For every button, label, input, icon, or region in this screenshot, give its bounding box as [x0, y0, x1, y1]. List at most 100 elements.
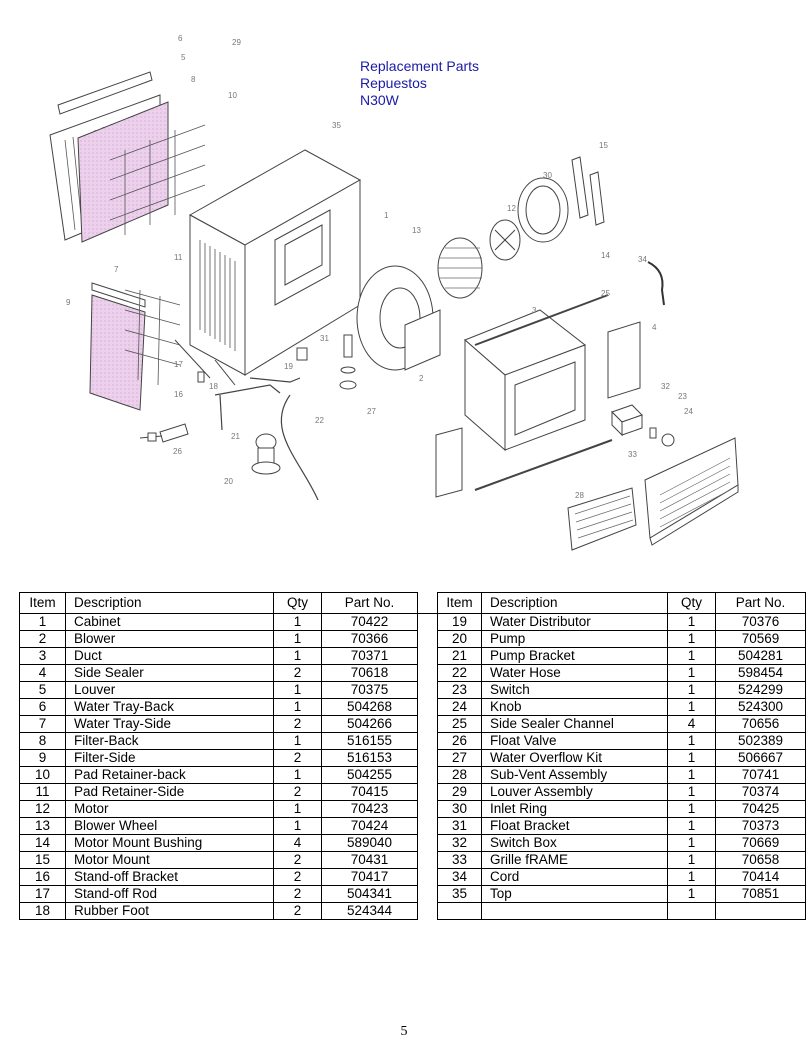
right-description-cell: Inlet Ring: [481, 800, 668, 818]
right-description-cell: Cord: [481, 868, 668, 886]
left-qty-cell: 1: [273, 613, 322, 631]
right-qty-cell: 1: [667, 613, 716, 631]
right-item-cell: 32: [437, 834, 482, 852]
right-part-no-cell: 70414: [715, 868, 806, 886]
right-part-no-cell: 70373: [715, 817, 806, 835]
right-part-no-cell: 598454: [715, 664, 806, 682]
left-item-cell: 6: [19, 698, 66, 716]
left-part-no-cell: 70375: [321, 681, 418, 699]
column-gap: [417, 698, 438, 716]
column-gap: [417, 681, 438, 699]
svg-text:22: 22: [315, 416, 324, 425]
right-item-cell: 26: [437, 732, 482, 750]
right-item-cell: 33: [437, 851, 482, 869]
left-qty-cell: 2: [273, 885, 322, 903]
blower-wheel-part: [437, 237, 483, 299]
left-qty-cell: 2: [273, 664, 322, 682]
title-line-2: Repuestos: [360, 75, 427, 91]
left-item-cell: 10: [19, 766, 66, 784]
left-qty-cell: 1: [273, 647, 322, 665]
right-part-no-cell: 70569: [715, 630, 806, 648]
left-part-no-cell: 589040: [321, 834, 418, 852]
left-item-cell: 3: [19, 647, 66, 665]
side-sealer-channel-lower-part: [474, 439, 613, 491]
left-part-no-cell: 504255: [321, 766, 418, 784]
left-part-no-cell: 524344: [321, 902, 418, 920]
inlet-ring-part: [517, 177, 569, 243]
svg-text:32: 32: [661, 382, 670, 391]
left-item-cell: 2: [19, 630, 66, 648]
water-distributor-part: [214, 377, 301, 431]
right-part-no-cell: 70669: [715, 834, 806, 852]
column-gap: [417, 732, 438, 750]
left-part-no-cell: 70422: [321, 613, 418, 631]
motor-part: [489, 219, 521, 261]
column-gap: [417, 885, 438, 903]
left-qty-cell: 4: [273, 834, 322, 852]
exploded-parts-diagram: 6 29 5 8 10 35 1 15 30 12 13 14 34 7 11 …: [49, 34, 739, 551]
right-part-no-cell: 70658: [715, 851, 806, 869]
header-qty: Qty: [273, 592, 322, 614]
header-description: Description: [65, 592, 274, 614]
side-sealer-lower-part: [435, 427, 463, 498]
svg-text:35: 35: [332, 121, 341, 130]
left-part-no-cell: 70618: [321, 664, 418, 682]
right-item-cell: 25: [437, 715, 482, 733]
right-part-no-cell: [715, 902, 806, 920]
left-item-cell: 11: [19, 783, 66, 801]
left-description-cell: Motor: [65, 800, 274, 818]
right-qty-cell: 1: [667, 851, 716, 869]
model-number: N30W: [360, 92, 399, 108]
svg-text:20: 20: [224, 477, 233, 486]
svg-text:33: 33: [628, 450, 637, 459]
header-part-no: Part No.: [321, 592, 418, 614]
svg-text:14: 14: [601, 251, 610, 260]
svg-text:21: 21: [231, 432, 240, 441]
left-part-no-cell: 504266: [321, 715, 418, 733]
right-item-cell: 28: [437, 766, 482, 784]
column-gap: [417, 749, 438, 767]
left-qty-cell: 2: [273, 868, 322, 886]
header-description-right: Description: [481, 592, 668, 614]
column-gap: [417, 851, 438, 869]
right-description-cell: Grille fRAME: [481, 851, 668, 869]
svg-text:23: 23: [678, 392, 687, 401]
header-item-right: Item: [437, 592, 482, 614]
left-description-cell: Stand-off Rod: [65, 885, 274, 903]
right-qty-cell: 1: [667, 630, 716, 648]
right-qty-cell: 1: [667, 681, 716, 699]
svg-text:11: 11: [174, 253, 183, 262]
right-item-cell: 21: [437, 647, 482, 665]
left-item-cell: 5: [19, 681, 66, 699]
left-item-cell: 18: [19, 902, 66, 920]
right-item-cell: 20: [437, 630, 482, 648]
left-item-cell: 12: [19, 800, 66, 818]
right-qty-cell: 1: [667, 885, 716, 903]
left-part-no-cell: 70417: [321, 868, 418, 886]
column-gap: [417, 783, 438, 801]
svg-text:8: 8: [191, 75, 196, 84]
right-description-cell: Louver Assembly: [481, 783, 668, 801]
callout-labels: 6 29 5 8 10 35 1 15 30 12 13 14 34 7 11 …: [66, 34, 693, 500]
left-description-cell: Filter-Side: [65, 749, 274, 767]
right-qty-cell: 1: [667, 766, 716, 784]
right-qty-cell: 4: [667, 715, 716, 733]
left-qty-cell: 1: [273, 800, 322, 818]
left-description-cell: Water Tray-Back: [65, 698, 274, 716]
svg-text:27: 27: [367, 407, 376, 416]
table-header-row: Item Description Qty Part No. Item Descr…: [19, 592, 806, 614]
header-qty-right: Qty: [667, 592, 716, 614]
pump-part: [251, 433, 281, 475]
column-gap: [417, 715, 438, 733]
right-item-cell: 24: [437, 698, 482, 716]
left-item-cell: 9: [19, 749, 66, 767]
right-item-cell: [437, 902, 482, 920]
header-part-no-right: Part No.: [715, 592, 806, 614]
